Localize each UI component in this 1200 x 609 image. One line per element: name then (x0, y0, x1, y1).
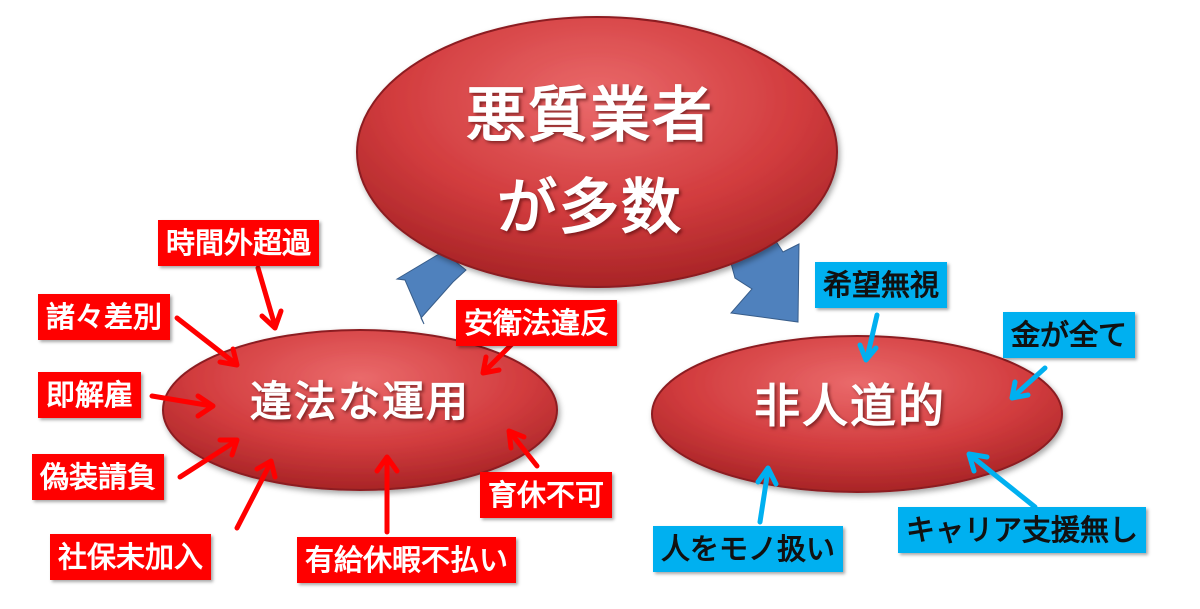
right-ellipse-label: 非人道的 (754, 379, 946, 433)
tag-no-career-support: キャリア支援無し (898, 507, 1147, 553)
blue-arrow-1 (857, 312, 880, 363)
red-arrow-3 (149, 393, 216, 419)
blue-arrow-4 (755, 465, 779, 525)
right-ellipse (651, 335, 1063, 493)
red-arrow-5 (234, 458, 278, 531)
main-label-line1: 悪質業者 (466, 81, 714, 151)
tag-no-childcare-leave: 育休不可 (480, 472, 613, 518)
tag-money-is-everything: 金が全て (1003, 312, 1136, 358)
red-arrow-7 (506, 428, 540, 469)
tag-disguised-contract: 偽装請負 (32, 454, 165, 500)
left-ellipse (162, 329, 558, 491)
red-arrow-1 (255, 265, 284, 331)
main-ellipse (356, 16, 838, 288)
big-arrow-left (395, 237, 467, 325)
main-ellipse-label: 悪質業者 が多数 (390, 70, 790, 254)
blue-arrow-3 (966, 451, 1038, 510)
tag-unpaid-leave: 有給休暇不払い (297, 537, 517, 583)
left-ellipse-label: 違法な運用 (249, 377, 470, 426)
tag-no-social-insurance: 社保未加入 (50, 534, 212, 580)
blue-arrow-2 (1009, 365, 1048, 401)
tag-discrimination: 諸々差別 (38, 294, 171, 340)
red-arrow-4 (177, 437, 240, 480)
tag-safety-law-violation: 安衛法違反 (456, 300, 618, 346)
main-label-line2: が多数 (497, 173, 683, 243)
tag-ignore-wishes: 希望無視 (815, 262, 948, 308)
red-arrow-6 (374, 454, 400, 535)
tag-overtime: 時間外超過 (158, 220, 320, 266)
red-arrow-2 (174, 315, 240, 368)
tag-treat-people-as-objects: 人をモノ扱い (653, 526, 844, 572)
tag-instant-dismissal: 即解雇 (38, 372, 142, 418)
